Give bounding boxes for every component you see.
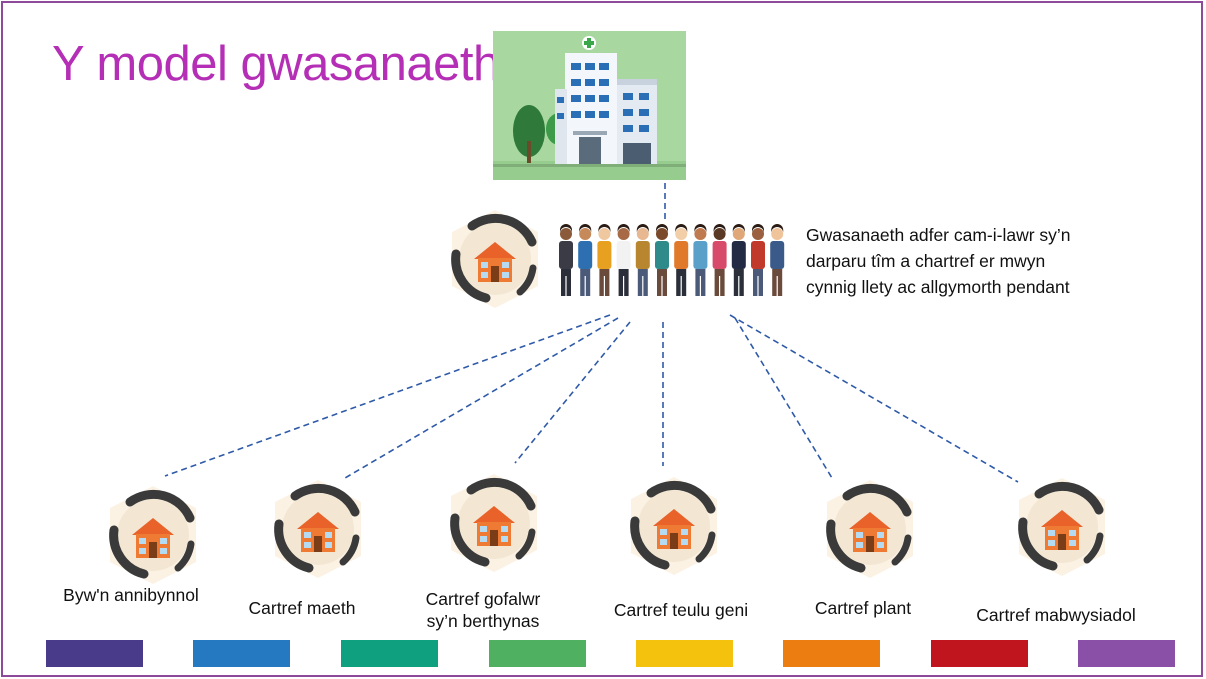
slide-title: Y model gwasanaeth [52,37,500,91]
home-icon-childrens-home [815,474,925,584]
home-icon-adoptive [1007,472,1117,582]
color-bar-6 [783,640,880,667]
home-label-foster: Cartref maeth [248,598,356,618]
home-label-childrens-home: Cartref plant [814,598,912,618]
home-icon-foster [263,474,373,584]
home-icon-kinship-carer [439,468,549,578]
home-icon-birth-family [619,471,729,581]
color-bar-7 [931,640,1028,667]
home-label-independent-living: Byw'n annibynnol [63,585,199,605]
hospital-illustration [493,31,686,180]
color-bar-1 [46,640,143,667]
connector-home-1 [164,314,611,477]
home-label-adoptive: Cartref mabwysiadol [976,605,1136,625]
color-bar-2 [193,640,290,667]
home-label-kinship-carer: Cartref gofalwr sy’n berthynas [425,589,541,631]
connector-home-3 [514,321,631,464]
color-bar-4 [489,640,586,667]
color-bar-3 [341,640,438,667]
home-label-birth-family: Cartref teulu geni [613,600,749,620]
home-icon-independent-living [98,480,208,590]
team-people-illustration [559,224,785,296]
central-home-icon [440,204,550,314]
color-bar-8 [1078,640,1175,667]
central-description: Gwasanaeth adfer cam-i-lawr sy’n darparu… [806,225,1071,297]
connector-home-6 [729,314,1019,483]
color-bar-5 [636,640,733,667]
connector-home-5 [734,317,833,479]
connector-home-2 [344,317,619,479]
